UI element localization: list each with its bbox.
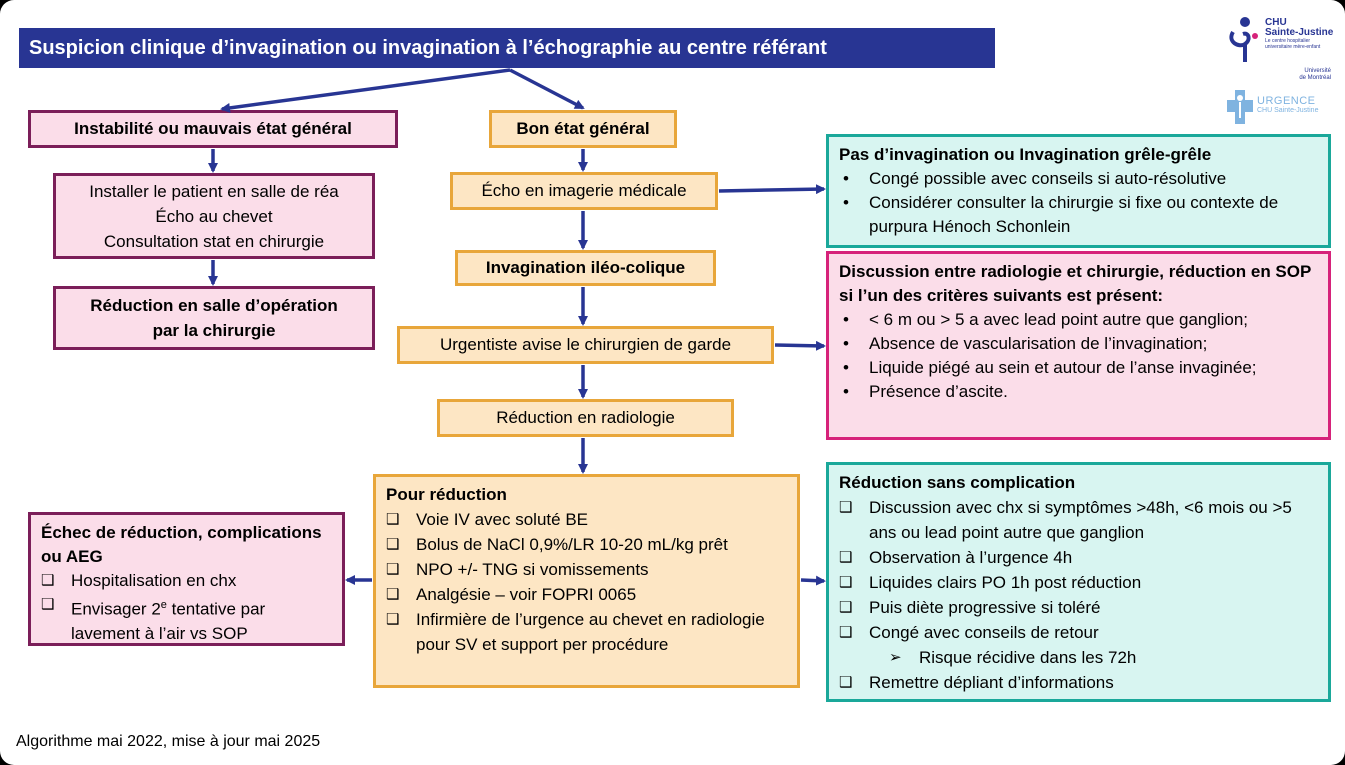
installer-line-3: Consultation stat en chirurgie	[103, 231, 325, 251]
echec-item2-sup: e	[160, 599, 167, 611]
chu-tag1: Le centre hospitalier	[1265, 38, 1311, 44]
discussion-title: Discussion entre radiologie et chirurgie…	[839, 262, 1312, 305]
box-echec: Échec de réduction, complications ou AEG…	[28, 512, 345, 646]
arrow-echo-to-pas-invagination	[718, 184, 826, 195]
arrow-urgentiste-to-discussion	[774, 340, 826, 351]
list-item: Congé avec conseils de retour	[839, 620, 1318, 645]
echec-item2-post: tentative par lavement à l’air vs SOP	[71, 599, 266, 643]
box-reduction-radiologie: Réduction en radiologie	[437, 399, 734, 437]
list-item: Remettre dépliant d’informations	[839, 670, 1318, 695]
footer: Algorithme mai 2022, mise à jour mai 202…	[16, 733, 321, 750]
box-instabilite: Instabilité ou mauvais état général	[28, 110, 398, 148]
box-reduction-salle: Réduction en salle d’opération par la ch…	[53, 286, 375, 350]
urgence-logo: URGENCE CHU Sainte-Justine	[1225, 88, 1337, 128]
list-item: Absence de vascularisation de l’invagina…	[839, 332, 1318, 356]
box-installer: Installer le patient en salle de réa Éch…	[53, 173, 375, 259]
cross-icon	[1227, 90, 1253, 124]
list-item: Considérer consulter la chirurgie si fix…	[839, 191, 1318, 239]
list-item: Liquides clairs PO 1h post réduction	[839, 570, 1318, 595]
list-item: Risque récidive dans les 72h	[839, 645, 1318, 670]
box-invagination-ileo: Invagination iléo-colique	[455, 250, 716, 286]
page-title: Suspicion clinique d’invagination ou inv…	[19, 28, 995, 68]
arrow-to-sans-complication	[800, 575, 826, 586]
list-item: Envisager 2e tentative par lavement à l’…	[41, 593, 332, 646]
urgence-sub: CHU Sainte-Justine	[1257, 107, 1319, 114]
list-item: Bolus de NaCl 0,9%/LR 10-20 mL/kg prêt	[386, 532, 787, 557]
list-item: Liquide piégé au sein et autour de l’ans…	[839, 356, 1318, 380]
installer-line-2: Écho au chevet	[155, 206, 273, 226]
box-pas-invagination: Pas d’invagination ou Invagination grêle…	[826, 134, 1331, 248]
box-discussion: Discussion entre radiologie et chirurgie…	[826, 251, 1331, 440]
udem-line-2: de Montréal	[1299, 75, 1331, 81]
box-sans-complication: Réduction sans complication Discussion a…	[826, 462, 1331, 702]
box-pour-reduction: Pour réduction Voie IV avec soluté BE Bo…	[373, 474, 800, 688]
arrow-title-to-bon-etat	[509, 68, 585, 110]
pour-reduction-title: Pour réduction	[386, 485, 507, 504]
list-item: NPO +/- TNG si vomissements	[386, 557, 787, 582]
list-item: Observation à l’urgence 4h	[839, 545, 1318, 570]
sans-complication-title: Réduction sans complication	[839, 473, 1076, 492]
box-bon-etat: Bon état général	[489, 110, 677, 148]
chu-tag2: universitaire mère-enfant	[1265, 44, 1321, 50]
list-item: Infirmière de l’urgence au chevet en rad…	[386, 607, 787, 657]
box-urgentiste: Urgentiste avise le chirurgien de garde	[397, 326, 774, 364]
pas-invagination-title: Pas d’invagination ou Invagination grêle…	[839, 145, 1212, 164]
urgence-title: URGENCE	[1257, 95, 1316, 107]
list-item: Voie IV avec soluté BE	[386, 507, 787, 532]
udem-line-1: Université	[1304, 68, 1331, 74]
arrow-title-to-instabilite	[220, 68, 511, 113]
chu-emblem-icon	[1229, 17, 1258, 62]
list-item: Analgésie – voir FOPRI 0065	[386, 582, 787, 607]
echec-title: Échec de réduction, complications ou AEG	[41, 523, 322, 566]
list-item: Discussion avec chx si symptômes >48h, <…	[839, 495, 1318, 545]
box-echo-imagerie: Écho en imagerie médicale	[450, 172, 718, 210]
list-item: Puis diète progressive si toléré	[839, 595, 1318, 620]
chu-name: CHU	[1265, 17, 1287, 28]
installer-line-1: Installer le patient en salle de réa	[89, 181, 339, 201]
list-item: Hospitalisation en chx	[41, 569, 332, 593]
chu-logo: CHU Sainte-Justine Le centre hospitalier…	[1225, 14, 1337, 84]
list-item: Congé possible avec conseils si auto-rés…	[839, 167, 1318, 191]
echec-item2-pre: Envisager 2	[71, 599, 161, 619]
list-item: Présence d’ascite.	[839, 380, 1318, 404]
list-item: < 6 m ou > 5 a avec lead point autre que…	[839, 308, 1318, 332]
chu-sub: Sainte-Justine	[1265, 27, 1334, 38]
